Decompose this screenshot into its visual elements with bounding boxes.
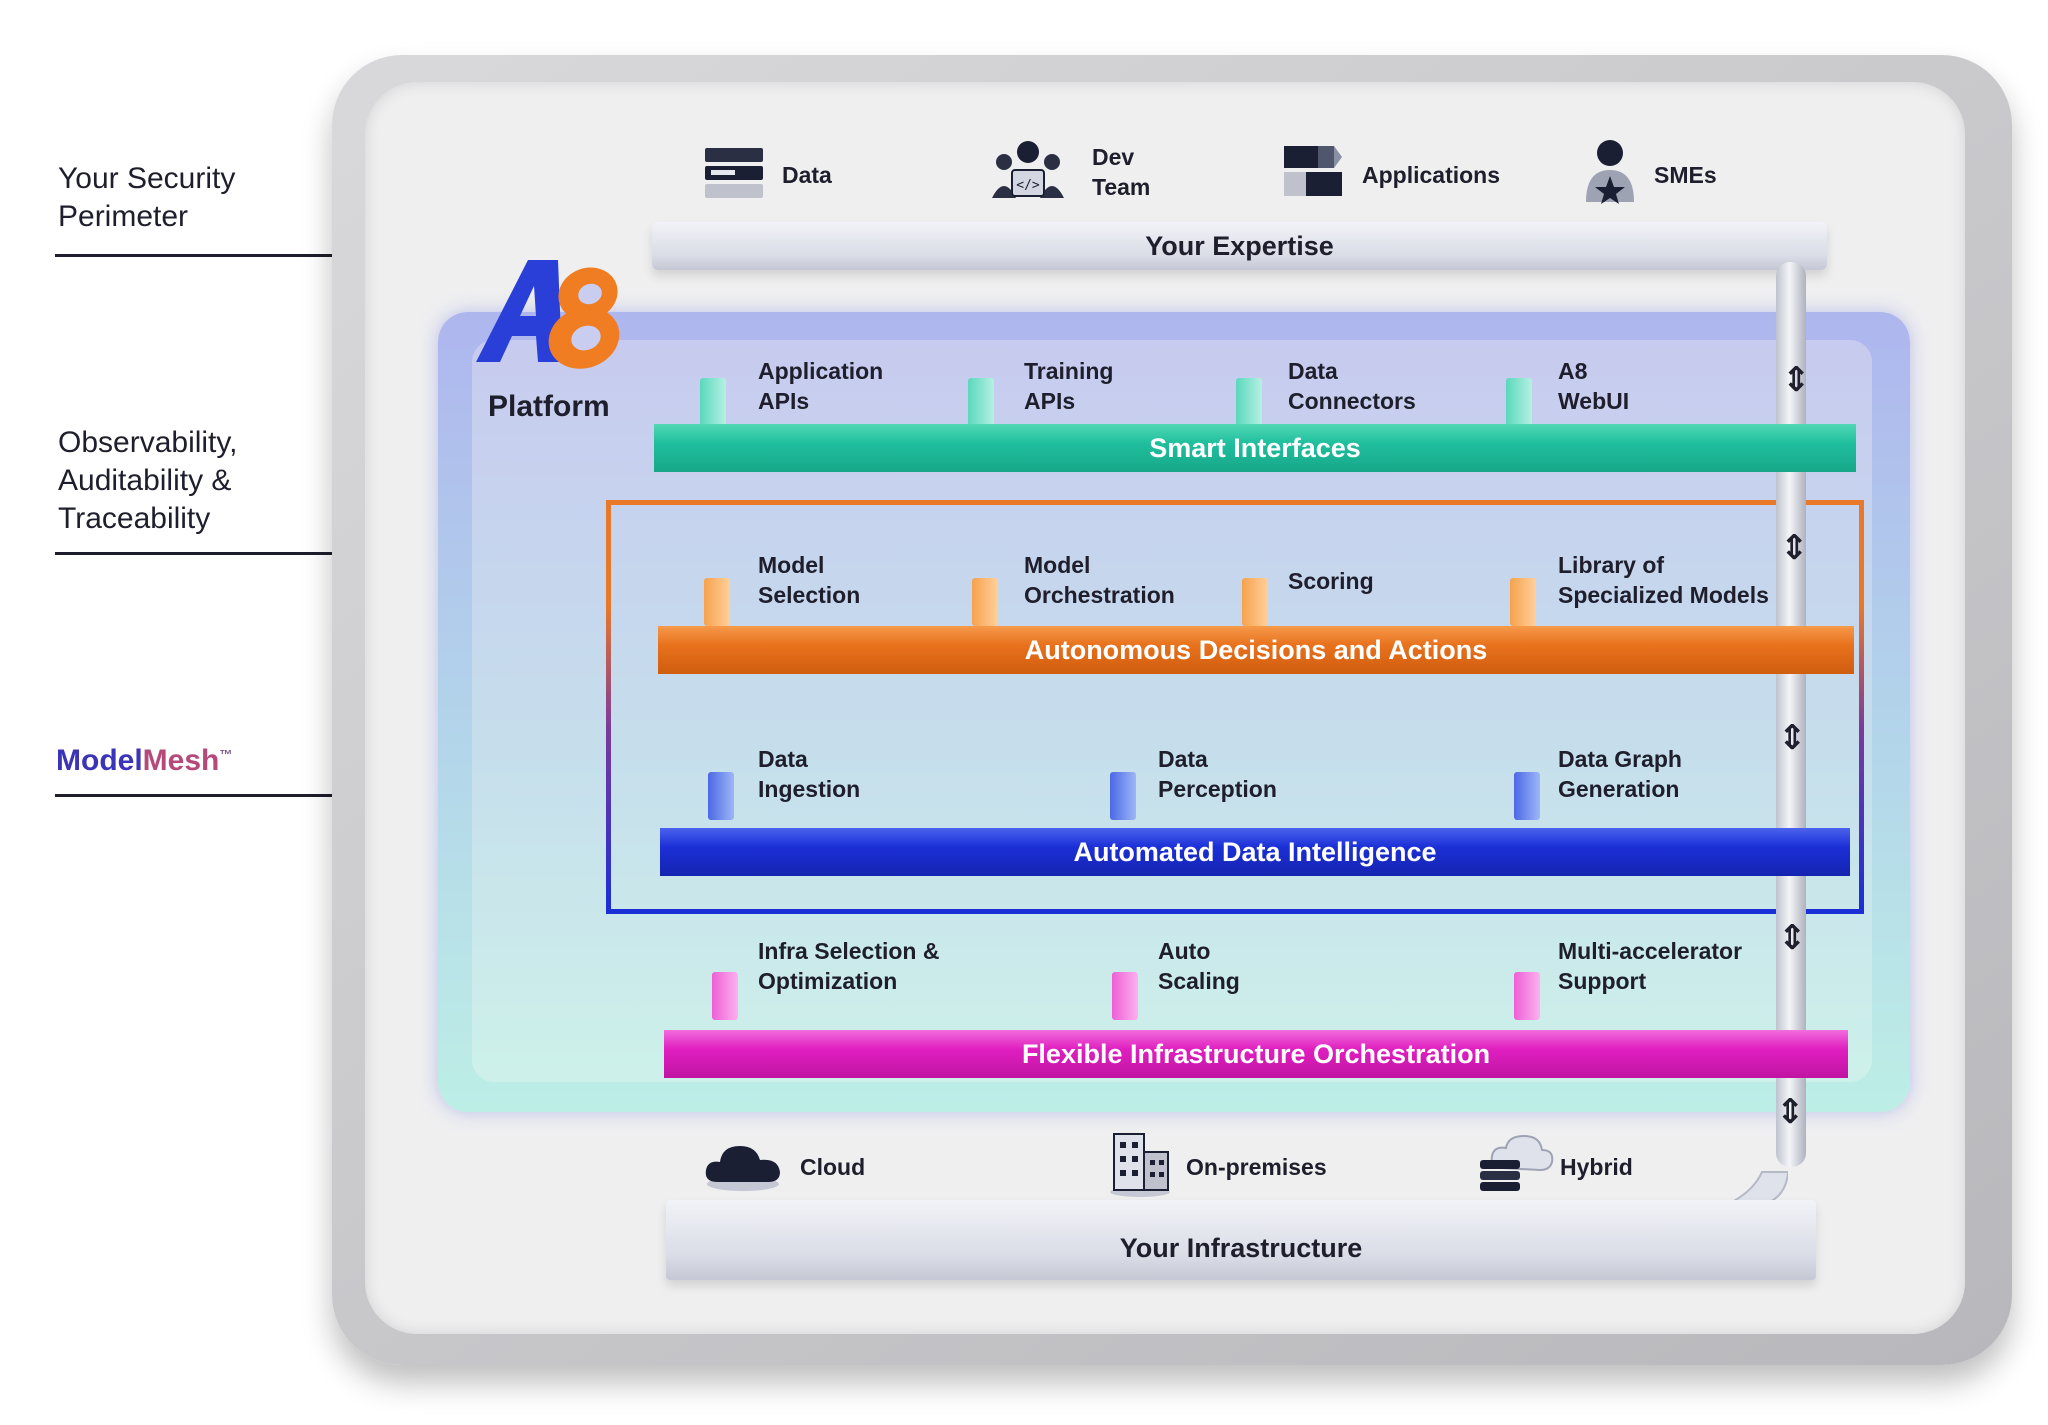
expertise-item-applications: Applications: [1362, 162, 1501, 188]
pillar-library-of-specialized-models: [1510, 578, 1536, 626]
hybrid-icon: [1478, 1132, 1554, 1194]
data-intelligence-item-data-graph-generation: Data Graph Generation: [1558, 746, 1682, 802]
data-intelligence-item-data-ingestion: Data Ingestion: [758, 746, 861, 802]
autonomous-decisions-layer: Autonomous Decisions and Actions: [658, 626, 1854, 674]
modelmesh-brand-part2: Mesh: [142, 744, 220, 777]
autonomous-item-model-selection: Model Selection: [758, 552, 861, 608]
flexible-infrastructure-layer: Flexible Infrastructure Orchestration: [664, 1030, 1848, 1078]
smart-interfaces-layer: Smart Interfaces: [654, 424, 1856, 472]
pillar-scoring: [1242, 578, 1268, 626]
infrastructure-item-on-premises: On-premises: [1186, 1154, 1327, 1180]
pillar-model-selection: [704, 578, 730, 626]
modelmesh-trademark: ™: [219, 747, 233, 762]
server-icon: [705, 148, 763, 200]
smart-interfaces-title: Smart Interfaces: [1149, 432, 1361, 463]
smart-interfaces-item-data-connectors: Data Connectors: [1288, 358, 1416, 414]
connector-pipe: [1776, 262, 1806, 1167]
cloud-icon: [704, 1138, 782, 1192]
autonomous-item-library-of-specialized-models: Library of Specialized Models: [1558, 552, 1769, 608]
infra-orchestration-item-infra-selection: Infra Selection & Optimization: [758, 938, 940, 994]
security-perimeter-label: Your Security Perimeter: [58, 162, 236, 233]
flexible-infrastructure-title: Flexible Infrastructure Orchestration: [1021, 1038, 1491, 1069]
pillar-model-orchestration: [972, 578, 998, 626]
autonomous-item-scoring: Scoring: [1288, 568, 1374, 594]
expertise-item-dev-team: Dev Team: [1092, 144, 1151, 200]
infra-orchestration-item-auto-scaling: Auto Scaling: [1158, 938, 1240, 994]
svg-text:</>: </>: [1016, 178, 1040, 193]
building-icon: [1108, 1128, 1172, 1198]
pillar-application-apis: [700, 378, 726, 426]
smart-interfaces-item-training-apis: Training APIs: [1024, 358, 1114, 414]
security-perimeter-leader: [55, 254, 355, 257]
infrastructure-item-cloud: Cloud: [800, 1154, 866, 1180]
observability-label: Observability, Auditability & Traceabili…: [58, 426, 238, 535]
pipe-arrow-3-icon: ⇕: [1778, 719, 1807, 757]
modelmesh-brand: ModelMesh™: [56, 744, 232, 778]
modelmesh-brand-part1: Model: [56, 744, 143, 777]
autonomous-item-model-orchestration: Model Orchestration: [1024, 552, 1175, 608]
pillar-a8-webui: [1506, 378, 1532, 426]
expertise-item-smes: SMEs: [1654, 162, 1717, 188]
pillar-data-ingestion: [708, 772, 734, 820]
a8-logo: [466, 250, 634, 375]
pillar-auto-scaling: [1112, 972, 1138, 1020]
your-expertise-slab: Your Expertise: [652, 222, 1827, 270]
automated-data-intelligence-layer: Automated Data Intelligence: [660, 828, 1850, 876]
autonomous-decisions-title: Autonomous Decisions and Actions: [1024, 634, 1488, 665]
your-expertise-title: Your Expertise: [1145, 230, 1334, 261]
your-infrastructure-title: Your Infrastructure: [1119, 1232, 1363, 1263]
pillar-data-perception: [1110, 772, 1136, 820]
infrastructure-item-hybrid: Hybrid: [1560, 1154, 1633, 1180]
pipe-arrow-1-icon: ⇕: [1782, 361, 1811, 399]
platform-label: Platform: [488, 390, 610, 423]
your-infrastructure-slab: Your Infrastructure: [666, 1200, 1816, 1280]
smart-interfaces-item-application-apis: Application APIs: [758, 358, 884, 414]
pillar-infra-selection: [712, 972, 738, 1020]
applications-icon: [1284, 146, 1342, 198]
pillar-training-apis: [968, 378, 994, 426]
pillar-data-graph-generation: [1514, 772, 1540, 820]
automated-data-intelligence-title: Automated Data Intelligence: [1073, 836, 1437, 867]
data-intelligence-item-data-perception: Data Perception: [1158, 746, 1277, 802]
pillar-data-connectors: [1236, 378, 1262, 426]
pipe-arrow-5-icon: ⇕: [1776, 1093, 1805, 1131]
dev-team-icon: </>: [990, 140, 1066, 202]
pipe-arrow-4-icon: ⇕: [1778, 919, 1807, 957]
observability-leader: [55, 552, 485, 555]
expertise-item-data: Data: [782, 162, 832, 188]
smart-interfaces-item-a8-webui: A8 WebUI: [1558, 358, 1630, 414]
pipe-arrow-2-icon: ⇕: [1780, 529, 1809, 567]
sme-icon: [1584, 140, 1636, 206]
infra-orchestration-item-multi-accelerator-support: Multi-accelerator Support: [1558, 938, 1743, 994]
pillar-multi-accelerator-support: [1514, 972, 1540, 1020]
